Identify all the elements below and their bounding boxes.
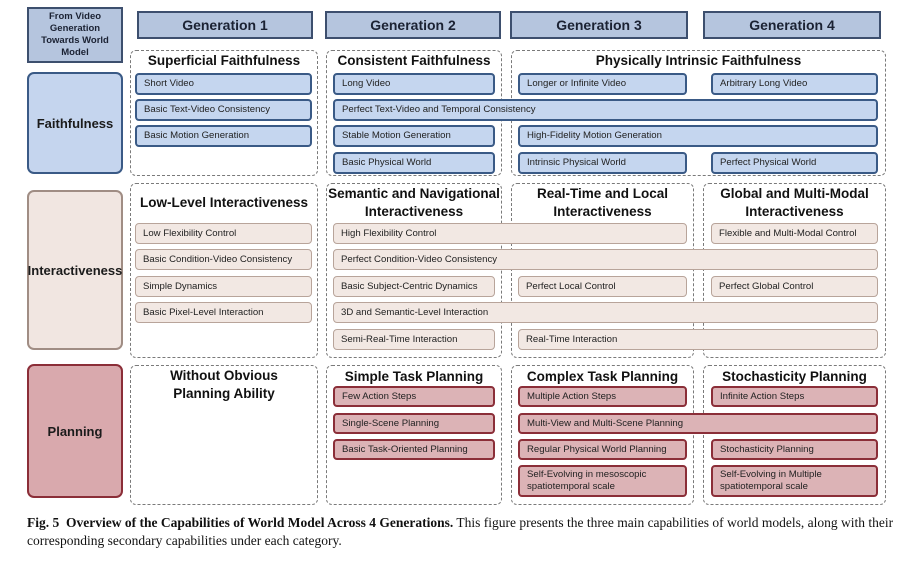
row-label-planning: Planning [27, 364, 123, 498]
capability-item: Perfect Global Control [711, 276, 878, 297]
capability-item: Simple Dynamics [135, 276, 312, 297]
capability-item: Single-Scene Planning [333, 413, 495, 434]
panel-title: Simple Task Planning [344, 368, 484, 384]
figure-caption: Fig. 5 Overview of the Capabilities of W… [27, 514, 897, 554]
capability-item: Long Video [333, 73, 495, 95]
capability-item: Perfect Text-Video and Temporal Consiste… [333, 99, 878, 121]
capability-item: Low Flexibility Control [135, 223, 312, 244]
capability-item: Self-Evolving in mesoscopic spatiotempor… [518, 465, 687, 497]
panel-global-multi-modal-interactiveness [703, 183, 886, 358]
capability-item: Stochasticity Planning [711, 439, 878, 460]
capability-item: High-Fidelity Motion Generation [518, 125, 878, 147]
capability-item: Basic Motion Generation [135, 125, 312, 147]
capability-item: 3D and Semantic-Level Interaction [333, 302, 878, 323]
panel-real-time-local-interactiveness [511, 183, 694, 358]
capability-item: Basic Pixel-Level Interaction [135, 302, 312, 323]
capability-item: Flexible and Multi-Modal Control [711, 223, 878, 244]
capability-item: Multi-View and Multi-Scene Planning [518, 413, 878, 434]
capability-item: Short Video [135, 73, 312, 95]
capability-item: Arbitrary Long Video [711, 73, 878, 95]
generation-3-header: Generation 3 [510, 11, 688, 39]
row-label-interactiveness: Interactiveness [27, 190, 123, 350]
capability-item: Basic Task-Oriented Planning [333, 439, 495, 460]
capability-item: Few Action Steps [333, 386, 495, 407]
generation-4-header: Generation 4 [703, 11, 881, 39]
panel-low-level-interactiveness [130, 183, 318, 358]
capability-item: Perfect Local Control [518, 276, 687, 297]
panel-title: Low-Level Interactiveness [139, 195, 309, 211]
capability-item: Infinite Action Steps [711, 386, 878, 407]
capability-item: Basic Condition-Video Consistency [135, 249, 312, 270]
panel-title: Superficial Faithfulness [147, 53, 301, 69]
capability-item: Basic Subject-Centric Dynamics [333, 276, 495, 297]
capability-item: Real-Time Interaction [518, 329, 878, 350]
caption-text: This figure presents the three main capa… [27, 515, 894, 548]
caption-label: Fig. 5 [27, 515, 60, 530]
panel-title: Physically Intrinsic Faithfulness [595, 53, 802, 69]
panel-title: Stochasticity Planning [722, 368, 867, 384]
corner-label: From Video Generation Towards World Mode… [27, 7, 123, 63]
panel-without-obvious-planning [130, 365, 318, 505]
panel-title: Real-Time and Local Interactiveness [536, 186, 669, 219]
generation-2-header: Generation 2 [325, 11, 501, 39]
capability-item: Semi-Real-Time Interaction [333, 329, 495, 350]
panel-title: Global and Multi-Modal Interactiveness [720, 186, 869, 219]
panel-title: Without Obvious Planning Ability [170, 368, 278, 401]
panel-semantic-navigational-interactiveness [326, 183, 502, 358]
generation-1-header: Generation 1 [137, 11, 313, 39]
capability-item: High Flexibility Control [333, 223, 687, 244]
capability-item: Self-Evolving in Multiple spatiotemporal… [711, 465, 878, 497]
row-label-faithfulness: Faithfulness [27, 72, 123, 174]
capability-item: Basic Text-Video Consistency [135, 99, 312, 121]
capability-item: Perfect Condition-Video Consistency [333, 249, 878, 270]
capability-item: Perfect Physical World [711, 152, 878, 174]
panel-title: Complex Task Planning [526, 368, 679, 384]
panel-title: Semantic and Navigational Interactivenes… [328, 186, 500, 219]
capability-item: Intrinsic Physical World [518, 152, 687, 174]
caption-title: Overview of the Capabilities of World Mo… [66, 515, 454, 530]
panel-title: Consistent Faithfulness [337, 53, 491, 69]
capability-item: Longer or Infinite Video [518, 73, 687, 95]
capability-item: Stable Motion Generation [333, 125, 495, 147]
capability-item: Multiple Action Steps [518, 386, 687, 407]
capability-item: Regular Physical World Planning [518, 439, 687, 460]
capability-item: Basic Physical World [333, 152, 495, 174]
